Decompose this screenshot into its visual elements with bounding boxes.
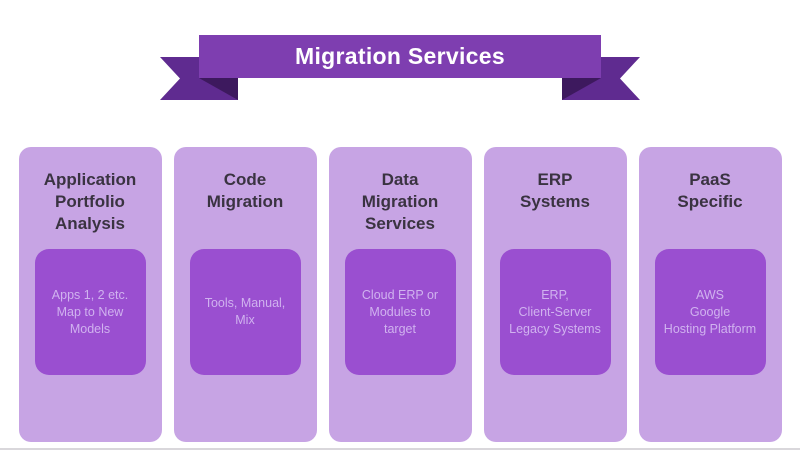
column-detail-text: Apps 1, 2 etc. Map to New Models <box>51 287 129 336</box>
bottom-edge <box>0 448 800 450</box>
column-detail-text: Cloud ERP or Modules to target <box>361 287 439 336</box>
service-columns: Application Portfolio Analysis Apps 1, 2… <box>0 147 800 442</box>
column-detail-text: ERP, Client-Server Legacy Systems <box>509 287 601 336</box>
column-title: Application Portfolio Analysis <box>43 170 137 233</box>
column-data-migration-services: Data Migration Services Cloud ERP or Mod… <box>328 147 472 442</box>
banner-title: Migration Services <box>295 43 505 69</box>
column-detail-box: ERP, Client-Server Legacy Systems <box>499 249 611 375</box>
column-detail-text: AWS Google Hosting Platform <box>663 287 757 336</box>
column-detail-box: AWS Google Hosting Platform <box>654 249 766 375</box>
column-code-migration: Code Migration Tools, Manual, Mix <box>173 147 317 442</box>
ribbon-right-fold <box>562 78 601 100</box>
ribbon-banner: Migration Services <box>0 0 800 112</box>
column-title: Code Migration <box>206 170 284 211</box>
column-detail-text: Tools, Manual, Mix <box>204 296 286 327</box>
column-detail-box: Tools, Manual, Mix <box>189 249 301 375</box>
ribbon-band <box>199 35 601 78</box>
column-erp-systems: ERP Systems ERP, Client-Server Legacy Sy… <box>483 147 627 442</box>
column-paas-specific: PaaS Specific AWS Google Hosting Platfor… <box>638 147 782 442</box>
column-title: PaaS Specific <box>677 170 743 211</box>
column-detail-box: Cloud ERP or Modules to target <box>344 249 456 375</box>
column-title: Data Migration Services <box>361 170 439 233</box>
column-application-portfolio-analysis: Application Portfolio Analysis Apps 1, 2… <box>18 147 162 442</box>
ribbon-shape <box>160 35 640 100</box>
column-title: ERP Systems <box>520 170 590 211</box>
ribbon-left-fold <box>199 78 238 100</box>
column-detail-box: Apps 1, 2 etc. Map to New Models <box>34 249 146 375</box>
